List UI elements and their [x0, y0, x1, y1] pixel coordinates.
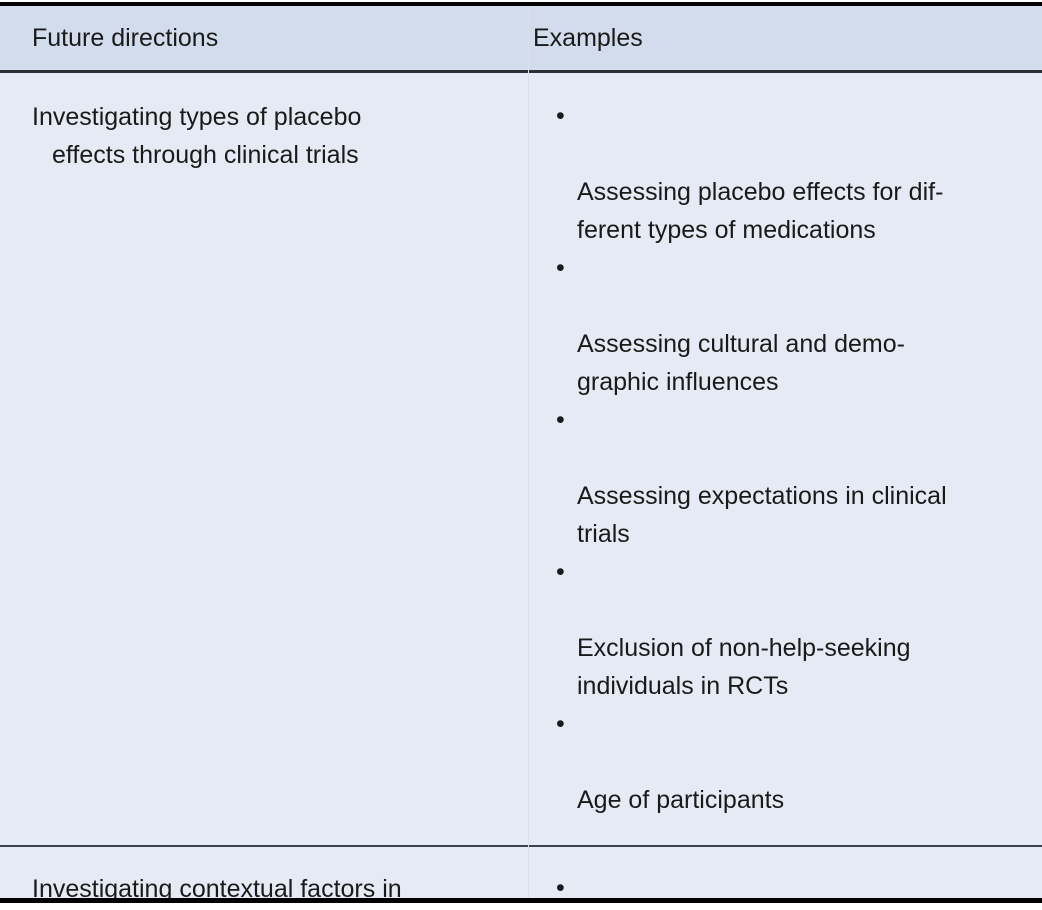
table-row: Investigating types of placebo effects t… [0, 73, 1042, 845]
cell-future-direction: Investigating contextual factors in expe… [0, 845, 528, 910]
list-item-label: Assessing placebo effects for dif- feren… [577, 178, 944, 244]
column-header-future-directions: Future directions [32, 23, 219, 52]
list-item: • Assessing cultural and demo- graphic i… [542, 249, 1028, 401]
bullet-icon: • [556, 254, 565, 282]
column-header-examples: Examples [533, 23, 643, 52]
cell-examples: • Assessing placebo effects for dif- fer… [528, 73, 1042, 845]
examples-list: • Assessing placebo effects for dif- fer… [542, 869, 1028, 910]
cell-examples: • Assessing placebo effects for dif- fer… [528, 845, 1042, 910]
list-item: • Assessing placebo effects for dif- fer… [542, 97, 1028, 249]
table-bottom-rule [0, 898, 1042, 903]
list-item-label: Assessing expectations in clinical trial… [577, 482, 947, 548]
list-item: • Assessing placebo effects for dif- fer… [542, 869, 1028, 910]
bullet-icon: • [556, 558, 565, 586]
header-bottom-rule [0, 70, 1042, 73]
cell-future-direction: Investigating types of placebo effects t… [0, 73, 528, 200]
list-item-label: Exclusion of non-help-seeking individual… [577, 634, 911, 700]
bullet-icon: • [556, 102, 565, 130]
list-item: • Assessing expectations in clinical tri… [542, 401, 1028, 553]
bullet-icon: • [556, 710, 565, 738]
direction-text: Investigating types of placebo effects t… [32, 103, 362, 169]
bullet-icon: • [556, 406, 565, 434]
list-item-label: Age of participants [577, 786, 785, 814]
bullet-icon: • [556, 874, 565, 902]
table-body: Investigating types of placebo effects t… [0, 73, 1042, 903]
column-divider [528, 6, 529, 898]
list-item-label: Assessing cultural and demo- graphic inf… [577, 330, 905, 396]
list-item: • Age of participants [542, 705, 1028, 819]
direction-text: Investigating contextual factors in expe… [32, 875, 402, 903]
table-header-row: Future directions Examples [0, 6, 1042, 70]
examples-list: • Assessing placebo effects for dif- fer… [542, 97, 1028, 819]
table-row: Investigating contextual factors in expe… [0, 845, 1042, 910]
table-top-rule [0, 2, 1042, 6]
list-item: • Exclusion of non-help-seeking individu… [542, 553, 1028, 705]
